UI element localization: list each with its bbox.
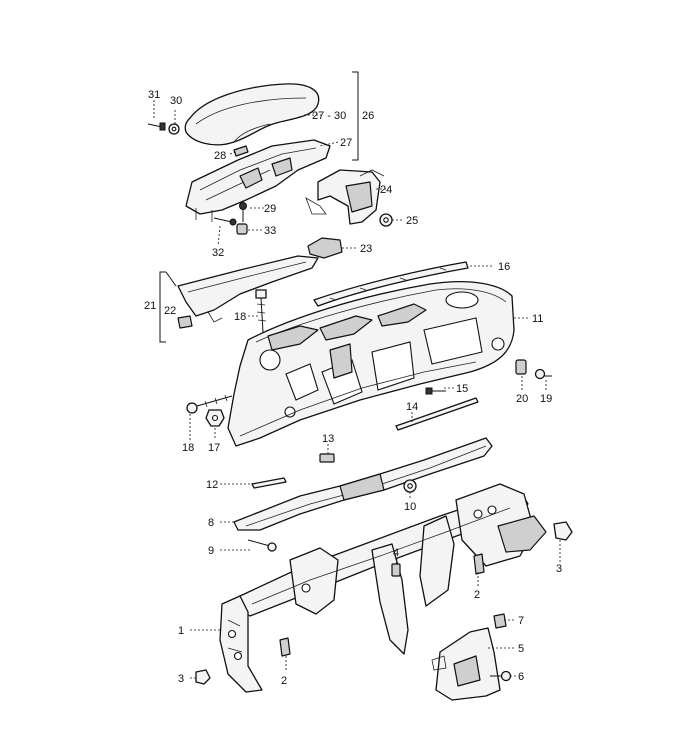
callout-label: 12 [206, 479, 218, 491]
callout-label: 33 [264, 225, 276, 237]
callout-label: 26 [362, 110, 374, 122]
part-trim-strip [177, 255, 319, 323]
part-nut-10 [403, 479, 417, 493]
callout-label: 10 [404, 501, 416, 513]
part-dashboard [227, 281, 515, 447]
part-screw-15 [425, 387, 446, 395]
callout-label: 24 [380, 184, 392, 196]
callout-label: 2 [474, 589, 480, 601]
callout-label: 6 [518, 671, 524, 683]
callout-label: 28 [214, 150, 226, 162]
part-bolt-9 [247, 539, 277, 552]
part-bracket-4 [391, 563, 401, 577]
part-screw-31 [147, 122, 166, 131]
callout-label: 3 [178, 673, 184, 685]
callout-label: 31 [148, 89, 160, 101]
part-screw-6 [490, 670, 512, 682]
part-clip-7 [493, 613, 507, 629]
part-screw-18-upper [255, 289, 267, 333]
part-top-cover [184, 83, 320, 146]
part-pad-13 [319, 453, 335, 463]
part-upper-carrier [185, 139, 331, 222]
callout-label: 2 [281, 675, 287, 687]
part-clip-33 [236, 223, 248, 235]
callout-label: 3 [556, 563, 562, 575]
callout-label: 4 [393, 547, 399, 559]
callout-label: 21 [144, 300, 156, 312]
part-small-cover [307, 237, 343, 259]
part-rod-14 [395, 397, 479, 431]
part-rod-12 [251, 477, 287, 489]
callout-label: 17 [208, 442, 220, 454]
callout-label: 25 [406, 215, 418, 227]
part-screw-32 [213, 217, 237, 226]
part-clip-22 [177, 315, 193, 329]
callout-label: 13 [322, 433, 334, 445]
part-nut-25 [379, 213, 393, 227]
part-nut-30 [168, 123, 180, 135]
callout-label: 30 [170, 95, 182, 107]
callout-label: 18 [182, 442, 194, 454]
callout-label: 18 [234, 311, 246, 323]
part-screw-29 [239, 202, 247, 222]
callout-label: 11 [532, 313, 543, 325]
callout-label: 20 [516, 393, 528, 405]
callout-label: 19 [540, 393, 552, 405]
part-screw-18-lower [186, 394, 233, 414]
part-screw-19 [534, 368, 552, 380]
part-clip-2-right [473, 553, 485, 575]
callout-labels: 31 30 27 - 30 26 27 28 24 29 25 33 32 23… [144, 89, 562, 687]
callout-label: 5 [518, 643, 524, 655]
part-lower-bracket [431, 627, 501, 701]
callout-label: 8 [208, 517, 214, 529]
callout-label: 7 [518, 615, 524, 627]
callout-label: 23 [360, 243, 372, 255]
part-bracket-20 [515, 359, 527, 375]
callout-label: 15 [456, 383, 468, 395]
part-nut-17 [205, 409, 225, 427]
part-clip-2-left [279, 637, 291, 657]
group-brackets [159, 71, 359, 343]
part-knee-bolster [233, 437, 493, 531]
callout-label: 1 [178, 625, 184, 637]
callout-label: 27 [340, 137, 352, 149]
callout-label: 22 [164, 305, 176, 317]
callout-label: 16 [498, 261, 510, 273]
part-nut-3-right [553, 521, 573, 541]
part-defroster-strip [313, 261, 469, 307]
leader-lines [153, 100, 561, 679]
callout-label: 29 [264, 203, 276, 215]
callout-label: 9 [208, 545, 214, 557]
callout-label: 27 - 30 [312, 110, 346, 122]
part-nut-3-left [195, 669, 211, 685]
callout-label: 32 [212, 247, 224, 259]
part-center-bracket [305, 169, 385, 225]
callout-label: 14 [406, 401, 418, 413]
part-clip-28 [233, 145, 249, 157]
part-crossmember [219, 483, 547, 693]
